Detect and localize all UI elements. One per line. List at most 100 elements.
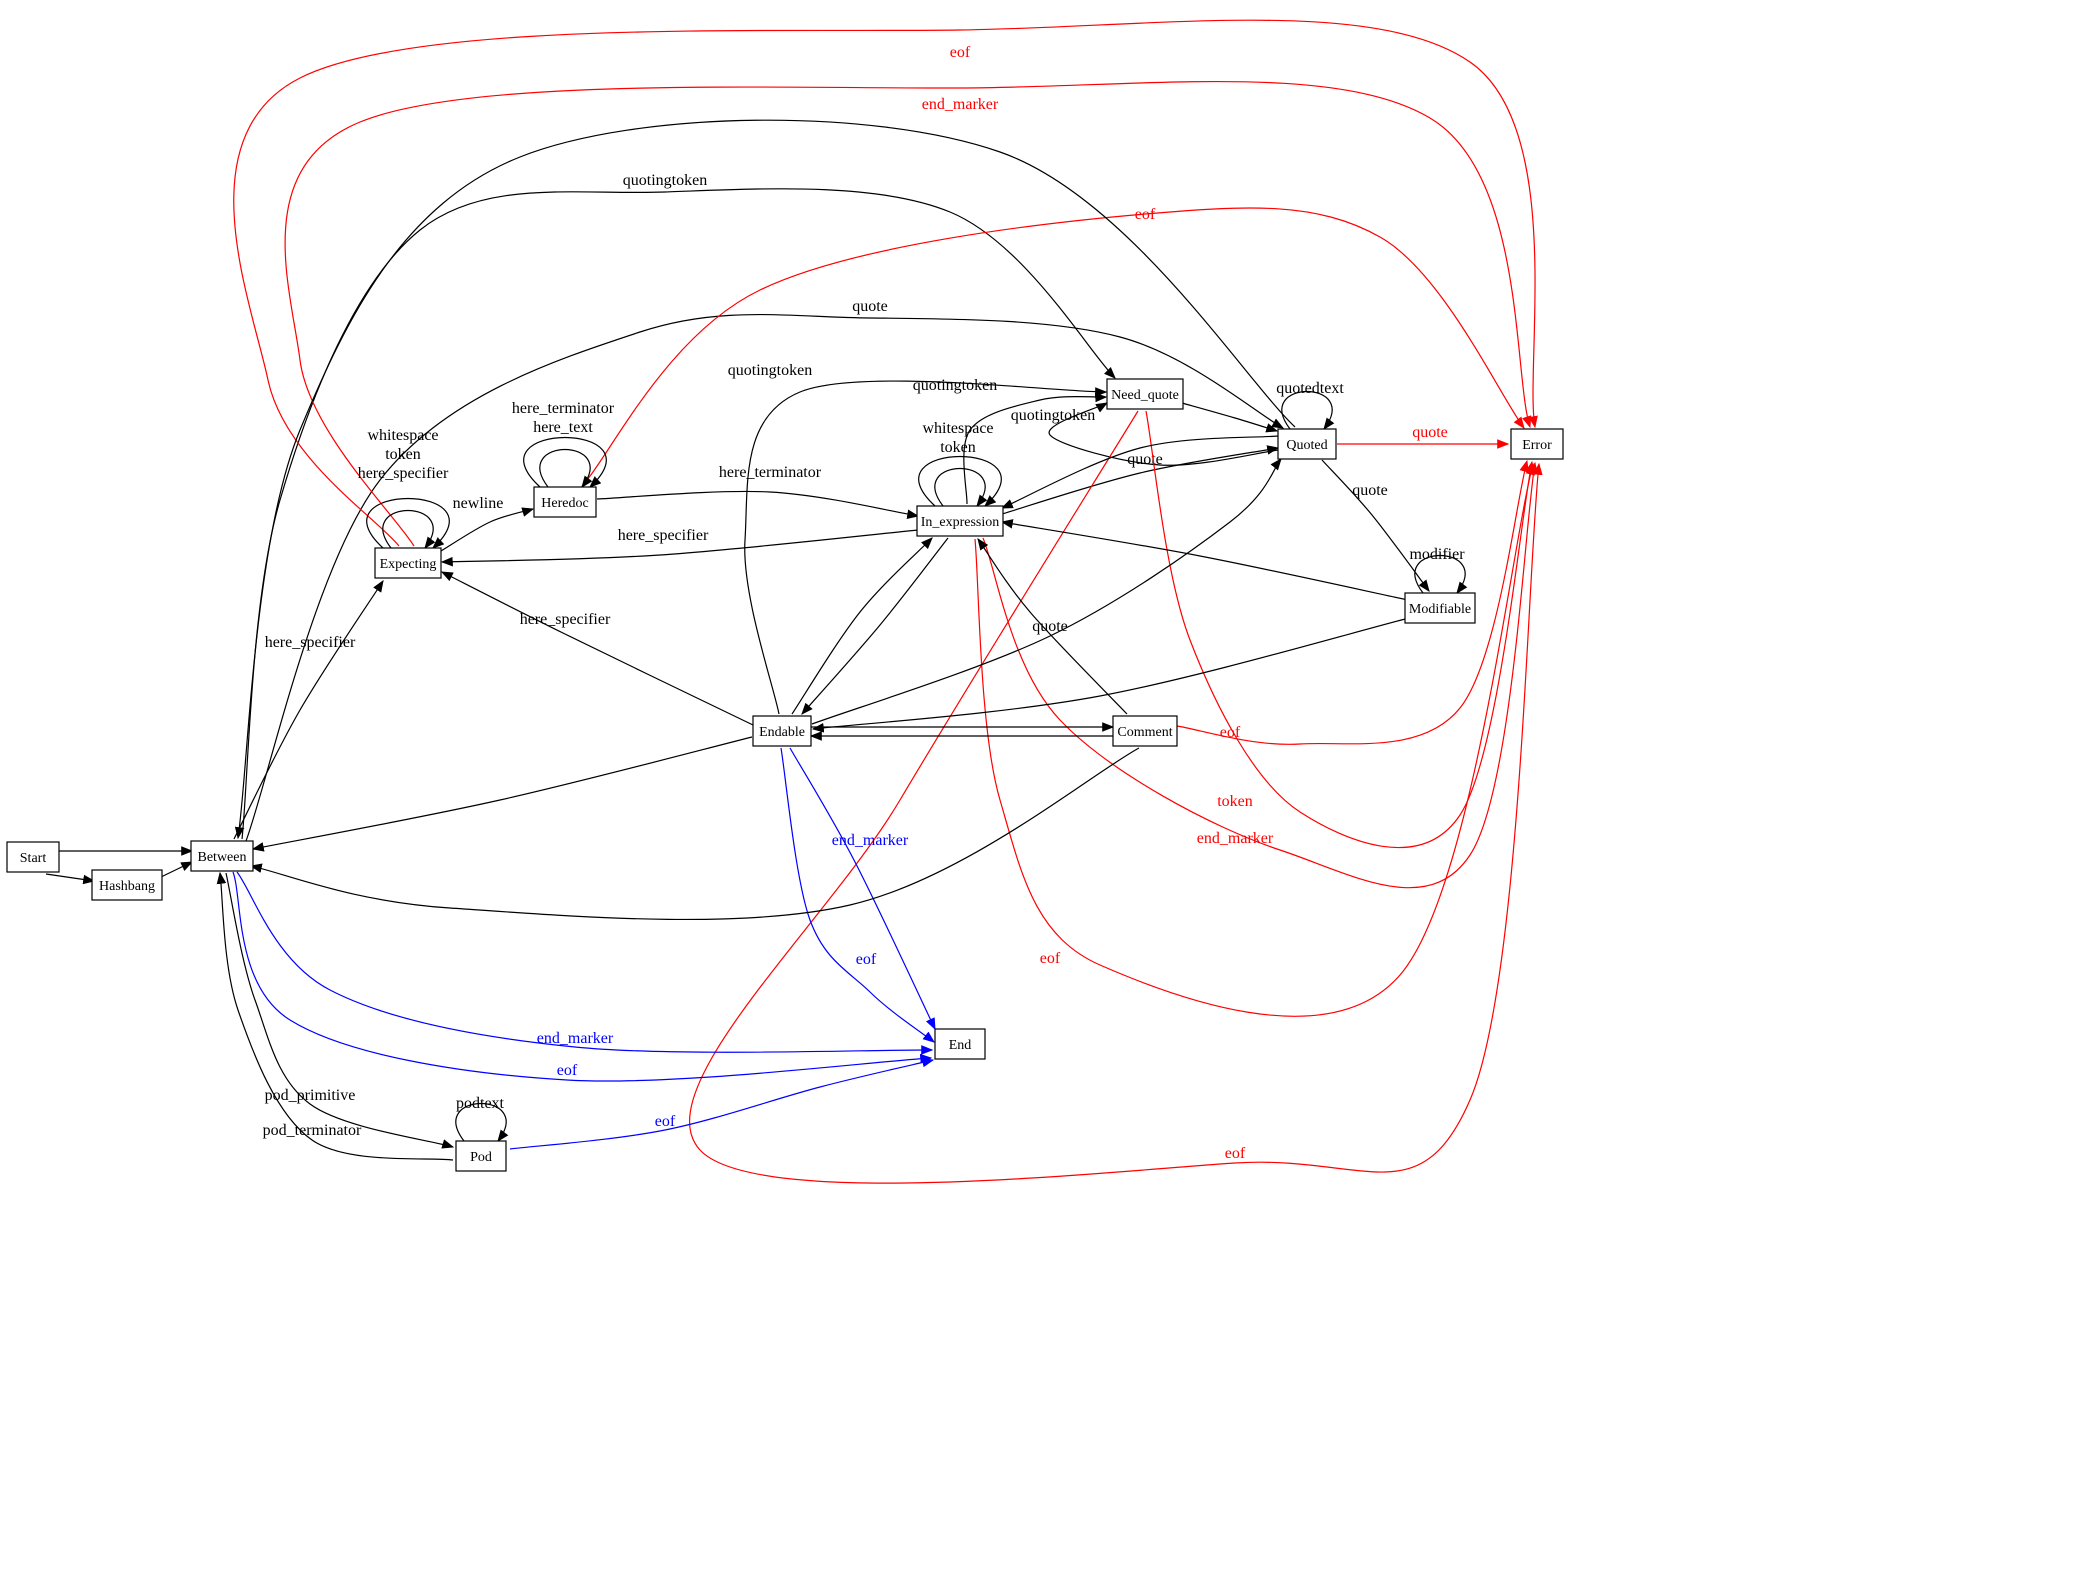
state-node-label-Error: Error [1522, 438, 1552, 453]
state-node-In_expression: In_expression [916, 505, 1004, 537]
state-node-Quoted: Quoted [1277, 428, 1337, 460]
state-node-label-Comment: Comment [1117, 725, 1172, 740]
self-loop-In_expression-1 [918, 455, 1002, 507]
edge-label-eof: eof [856, 951, 877, 968]
edge-Quoted-Modifiable-quote [1321, 459, 1430, 592]
edge-label-end_marker: end_marker [832, 832, 909, 849]
edge-label-newline: newline [453, 495, 504, 512]
edge-Endable-Quoted-quote [811, 458, 1282, 725]
edge-label-here_specifier: here_specifier [618, 527, 709, 544]
state-node-box-Error [1510, 428, 1564, 460]
state-node-Comment: Comment [1112, 715, 1178, 747]
state-node-label-Expecting: Expecting [380, 557, 437, 572]
edge-Between-Pod-pod_primitive [225, 872, 455, 1149]
edge-Between-Expecting-here_specifier [233, 579, 384, 840]
loop-label-token: token [385, 446, 421, 463]
state-node-Hashbang: Hashbang [91, 869, 163, 901]
edge-Modifiable-In_expression [1000, 519, 1409, 601]
edge-Need_quote-Error-token [1145, 410, 1535, 849]
edge-label-eof: eof [1225, 1145, 1246, 1162]
loop-label-here_specifier: here_specifier [358, 465, 449, 482]
state-node-box-Pod [455, 1140, 507, 1172]
edge-label-token: token [1217, 793, 1253, 810]
edge-Endable-Expecting-here_specifier [440, 571, 754, 726]
edge-In_expression-Error-eof [974, 462, 1535, 1017]
loop-label-modifier: modifier [1409, 546, 1465, 563]
state-node-label-Hashbang: Hashbang [99, 879, 155, 894]
state-node-Need_quote: Need_quote [1106, 378, 1184, 410]
edge-Modifiable-Endable [811, 617, 1410, 733]
edge-In_expression-Expecting-here_specifier [440, 529, 919, 567]
edge-Quoted-In_expression [1000, 435, 1279, 509]
edge-label-quote: quote [1032, 618, 1068, 635]
state-node-box-Need_quote [1106, 378, 1184, 410]
state-node-Heredoc: Heredoc [533, 486, 597, 518]
self-loop-Modifiable-0 [1414, 554, 1468, 594]
edge-label-pod_terminator: pod_terminator [263, 1122, 362, 1139]
self-loop-Heredoc-1 [523, 436, 607, 488]
edge-Expecting-Heredoc-newline [440, 507, 535, 552]
edge-In_expression-Error-end_marker [982, 461, 1538, 889]
state-node-Expecting: Expecting [374, 547, 442, 579]
edge-Endable-End-end_marker [789, 747, 936, 1031]
loop-label-here_terminator: here_terminator [512, 400, 615, 417]
state-node-box-Modifiable [1404, 592, 1476, 624]
edge-label-quotingtoken: quotingtoken [1011, 407, 1095, 424]
state-node-box-Between [190, 840, 254, 872]
self-loop-Quoted-0 [1281, 390, 1335, 430]
edge-label-pod_primitive: pod_primitive [265, 1087, 356, 1104]
edge-label-end_marker: end_marker [1197, 830, 1274, 847]
state-node-label-End: End [949, 1038, 972, 1053]
edge-Between-End-eof [232, 871, 933, 1082]
state-node-label-Start: Start [20, 851, 47, 866]
edge-Endable-Between [251, 736, 753, 852]
edge-Between-End-end_marker [236, 871, 934, 1055]
edge-In_expression-Quoted-quote [1001, 445, 1280, 515]
state-node-label-Modifiable: Modifiable [1409, 602, 1471, 617]
state-node-box-In_expression [916, 505, 1004, 537]
self-loop-Expecting-1 [366, 497, 450, 549]
state-node-box-Expecting [374, 547, 442, 579]
edge-label-end_marker: end_marker [922, 96, 999, 113]
state-node-label-Quoted: Quoted [1286, 438, 1327, 453]
edge-Pod-End-eof [509, 1057, 935, 1150]
loop-label-here_text: here_text [533, 419, 593, 436]
edge-label-eof: eof [950, 44, 971, 61]
edge-label-here_terminator: here_terminator [719, 464, 822, 481]
edge-Expecting-Error-end_marker [284, 80, 1532, 547]
edge-label-here_specifier: here_specifier [265, 634, 356, 651]
edge-Endable-In_expression [791, 537, 933, 715]
edge-label-end_marker: end_marker [537, 1030, 614, 1047]
edge-label-quotingtoken: quotingtoken [623, 172, 707, 189]
loop-label-whitespace: whitespace [922, 420, 993, 437]
edge-Endable-Need_quote-quotingtoken [744, 380, 1108, 715]
state-node-Endable: Endable [752, 715, 812, 747]
edge-Hashbang-Between [160, 861, 194, 878]
state-node-label-In_expression: In_expression [921, 515, 1000, 530]
edge-label-quote: quote [1127, 451, 1163, 468]
edge-label-eof: eof [1040, 950, 1061, 967]
edge-Pod-Between-pod_terminator [216, 871, 454, 1161]
edge-Expecting-Error-eof [233, 19, 1538, 547]
edge-Endable-End-eof [780, 747, 935, 1043]
loop-label-whitespace: whitespace [367, 427, 438, 444]
edge-label-quotingtoken: quotingtoken [913, 377, 997, 394]
state-node-label-Need_quote: Need_quote [1111, 388, 1179, 403]
edge-Quoted-Between [234, 119, 1296, 840]
edge-Comment-Between [249, 747, 1140, 921]
state-node-Between: Between [190, 840, 254, 872]
self-loop-In_expression-0 [934, 467, 988, 507]
edge-Between-Quoted-quote [245, 313, 1285, 842]
loop-label-quotedtext: quotedtext [1276, 380, 1344, 397]
state-node-box-Start [6, 841, 60, 873]
state-node-label-Pod: Pod [470, 1150, 492, 1165]
edge-label-eof: eof [1135, 206, 1156, 223]
edge-label-quotingtoken: quotingtoken [728, 362, 812, 379]
loop-label-podtext: podtext [456, 1095, 505, 1112]
edge-Comment-In_expression [977, 538, 1128, 715]
edge-Need_quote-Quoted [1181, 402, 1279, 433]
state-node-End: End [934, 1028, 986, 1060]
state-node-Error: Error [1510, 428, 1564, 460]
